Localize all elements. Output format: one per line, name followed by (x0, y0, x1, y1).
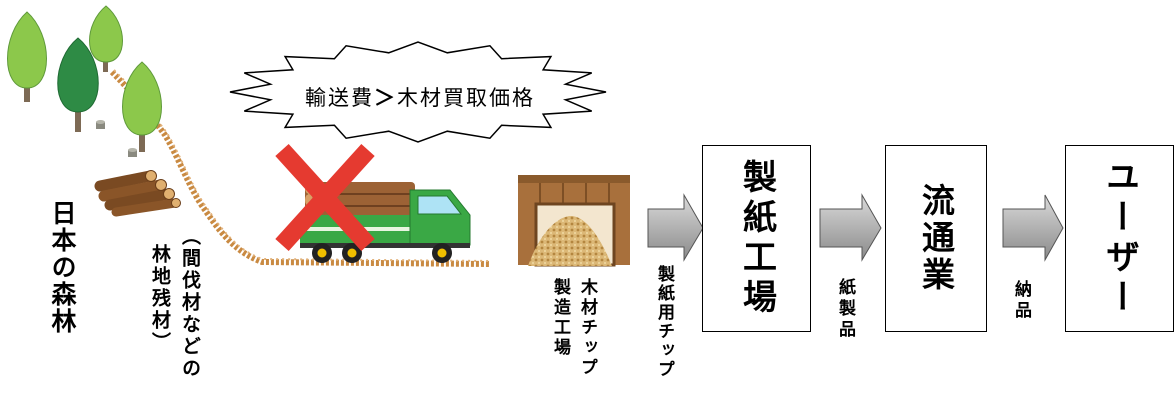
chip-factory-illustration (518, 175, 630, 267)
tree-trunk (139, 132, 145, 152)
burst-text-before: 輸送費 (305, 86, 374, 110)
residue-label-line2: 林地残材） (149, 244, 171, 354)
log-end (155, 179, 167, 191)
arrow-label-paper-products: 紙製品 (835, 278, 855, 341)
truck-chassis (300, 243, 470, 248)
log-end (163, 188, 175, 200)
paper-mill-box: 製紙工場 (702, 145, 811, 332)
tree-trunk (24, 84, 30, 102)
log (98, 179, 166, 202)
chip-factory-label-line2: 製造工場 (550, 278, 570, 358)
forest-illustration (7, 5, 491, 267)
factory-beam (518, 175, 630, 183)
tree-light (7, 11, 47, 89)
burst-text-operator: ＞ (374, 86, 397, 110)
arrow-label-paper-chips: 製紙用チップ (654, 265, 674, 379)
tree-stump (96, 120, 105, 129)
chip-factory-label-line1: 木材チップ (577, 278, 597, 378)
tree-trunk (103, 58, 108, 72)
tree-trunk (75, 108, 81, 132)
truck-wheel (312, 243, 332, 263)
arrow-label-delivery: 納品 (1011, 280, 1031, 322)
wood-chip-pile (528, 216, 612, 266)
user-box: ユーザー (1065, 145, 1174, 332)
truck-wheel (432, 243, 452, 263)
distribution-label: 流通業 (916, 183, 956, 294)
red-x-icon (275, 143, 375, 252)
truck-window (417, 195, 463, 215)
forest-label: 日本の森林 (48, 200, 77, 335)
user-label: ユーザー (1099, 158, 1140, 319)
log-end (145, 170, 157, 182)
arrow-right-icon (1002, 194, 1064, 262)
arrow-right-icon (819, 193, 882, 262)
starburst-shape (229, 41, 607, 143)
tree-dark (57, 37, 99, 113)
forest-trail (109, 69, 491, 267)
tree-light (122, 61, 162, 136)
log (104, 188, 174, 211)
log (94, 170, 156, 192)
burst-text-after: 木材買取価格 (397, 86, 535, 110)
paper-mill-label: 製紙工場 (736, 158, 777, 319)
truck-wheel (342, 243, 362, 263)
log-pile (94, 170, 181, 217)
starburst-text: 輸送費＞木材買取価格 (240, 86, 600, 111)
log-end (171, 198, 181, 208)
tree-stump (128, 148, 137, 157)
distribution-box: 流通業 (885, 145, 987, 332)
log (111, 198, 180, 217)
tree-light (89, 5, 123, 63)
arrow-right-icon (647, 193, 704, 262)
residue-label-line1: （間伐材などの (179, 226, 201, 380)
